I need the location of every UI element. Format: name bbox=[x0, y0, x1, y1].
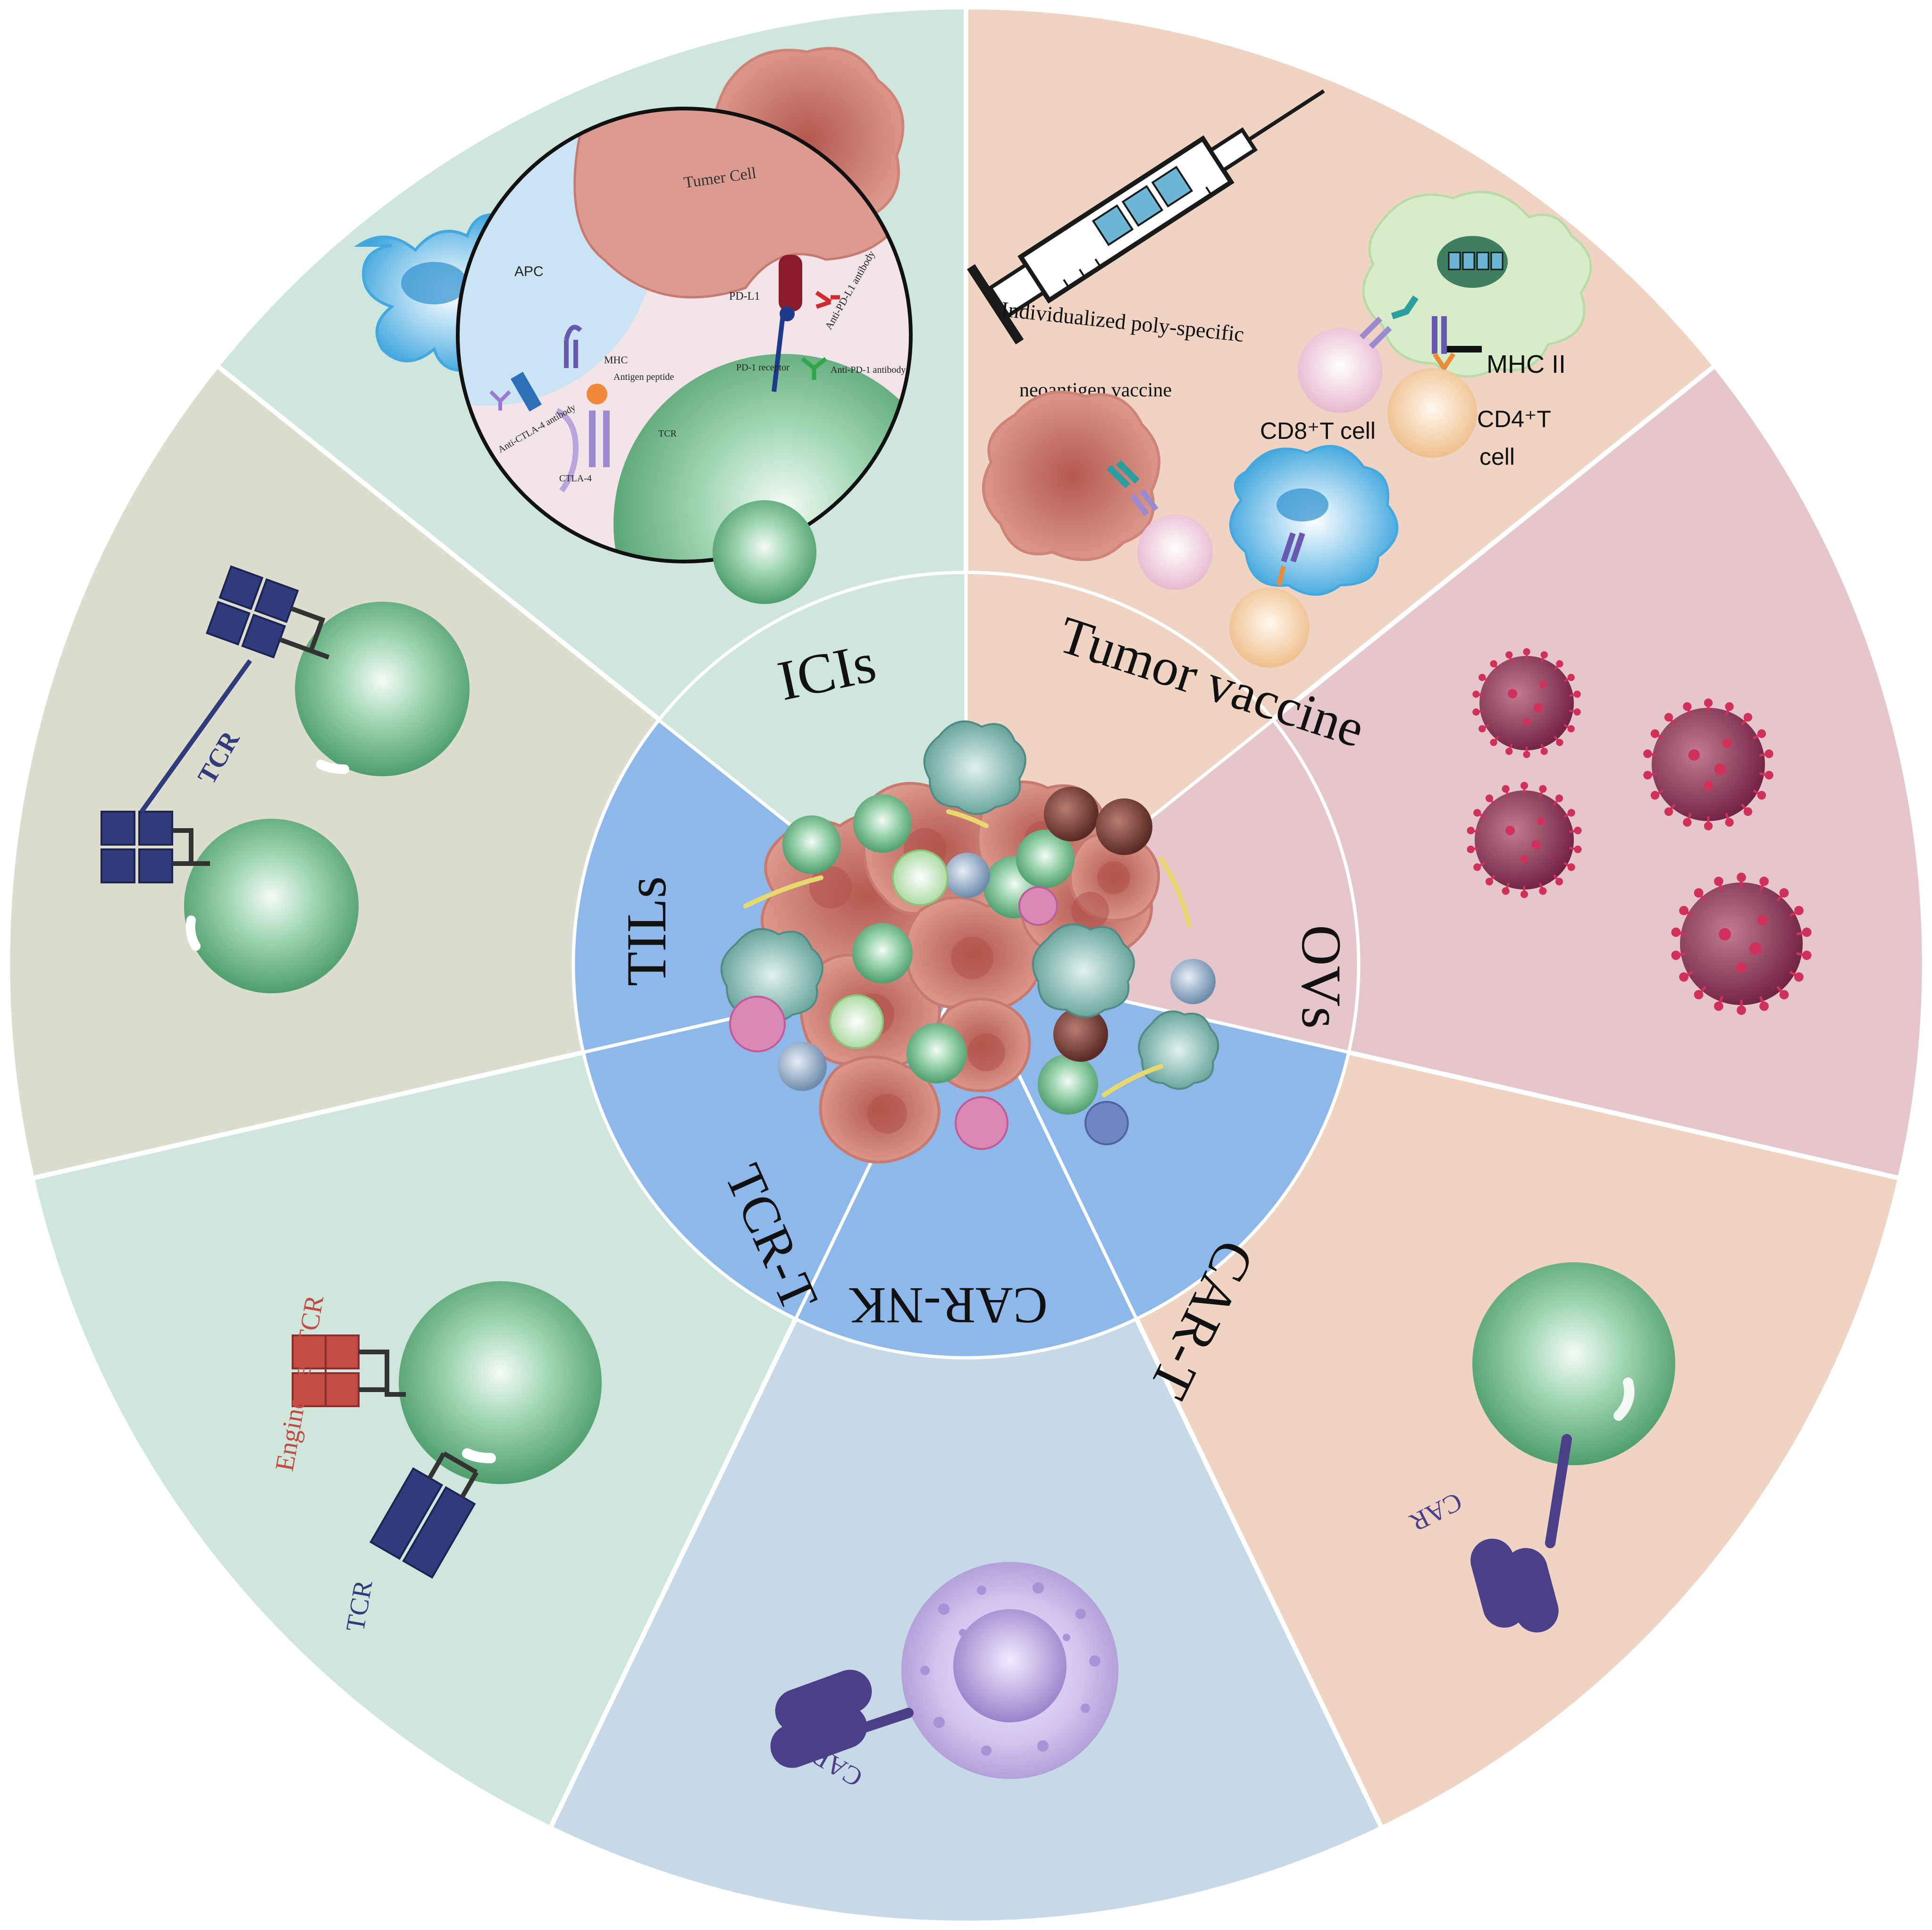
car-nk-panel: CAR bbox=[770, 1562, 1118, 1793]
brown-cells bbox=[1044, 787, 1152, 1062]
cd8-t-cell bbox=[1298, 295, 1419, 413]
mhc2-label: MHC II bbox=[1487, 350, 1566, 378]
steel-blue-cells bbox=[778, 853, 1216, 1091]
tcr-receptor bbox=[589, 411, 610, 467]
virus-icon-4 bbox=[1671, 873, 1812, 1015]
t-cells-green bbox=[782, 794, 1098, 1115]
engineered-tcr-icon bbox=[292, 1334, 406, 1407]
light-green-apcs bbox=[829, 849, 949, 1049]
anti-pdl1-antibody bbox=[815, 291, 840, 309]
ici-tcr-label: TCR bbox=[658, 428, 677, 439]
ici-apc-label: APC bbox=[514, 264, 544, 279]
nk-cell-nucleus bbox=[953, 1609, 1067, 1722]
segment-car-nk bbox=[548, 963, 1384, 1926]
fibroblast-strands bbox=[743, 809, 1192, 1097]
ici-pdl1-label: PD-L1 bbox=[729, 290, 760, 302]
syringe-icon bbox=[967, 89, 1325, 344]
vaccine-peach-cell bbox=[1229, 587, 1310, 668]
tils-panel: TCR bbox=[101, 565, 470, 993]
cd4-label-line1: CD4⁺T bbox=[1477, 406, 1551, 432]
blue-cell bbox=[1084, 1101, 1129, 1145]
tcr-icon-lower bbox=[369, 1451, 479, 1579]
car-t-cell bbox=[1472, 1262, 1675, 1465]
cd8-label: CD8⁺T cell bbox=[1260, 418, 1376, 444]
virus-icon-1 bbox=[1472, 648, 1581, 758]
tcr-t-panel: Engineered TCR TCR bbox=[270, 1281, 602, 1634]
ici-panel: Tumer Cell APC PD-L1 Anti-PD-L1 antibody… bbox=[354, 47, 913, 604]
ici-t-cell bbox=[713, 500, 816, 604]
teal-macrophages bbox=[720, 720, 1219, 1090]
mhc-complex bbox=[564, 325, 582, 368]
virus-icon-3 bbox=[1466, 782, 1582, 898]
label-tils: TILs bbox=[615, 876, 678, 986]
virus-icon-2 bbox=[1643, 698, 1774, 830]
til-t-cell-top bbox=[295, 602, 470, 776]
til-tcr-icon-top bbox=[206, 565, 330, 660]
vaccine-tcr-binding bbox=[1107, 460, 1159, 516]
vaccine-apc bbox=[1362, 191, 1592, 378]
label-car-nk: CAR-NK bbox=[848, 1277, 1048, 1334]
vaccine-panel: Individualized poly-specific neoantigen … bbox=[967, 89, 1592, 668]
pdl1-receptor bbox=[779, 255, 802, 311]
anti-ctla4-antibody bbox=[489, 390, 511, 411]
apc-region bbox=[458, 109, 656, 406]
nk-car-receptor-icon bbox=[770, 1670, 914, 1768]
ici-ctla4-label: CTLA-4 bbox=[559, 473, 592, 484]
vaccine-tumor-cell bbox=[982, 391, 1160, 561]
anti-pd1-antibody bbox=[801, 357, 827, 380]
tcr-t-cell bbox=[399, 1281, 602, 1484]
vaccine-t-cell bbox=[1137, 514, 1213, 590]
anti-ctla4-antibody-block bbox=[511, 371, 542, 412]
label-ovs: OVs bbox=[1290, 925, 1353, 1029]
til-tcr-connector bbox=[139, 659, 252, 813]
til-tcr-icon-bottom bbox=[101, 811, 210, 883]
vaccine-blue-apc bbox=[1229, 445, 1399, 596]
mhc2-marker bbox=[1432, 316, 1482, 373]
pink-cells bbox=[729, 886, 1058, 1150]
ici-anti-pd1-label: Anti-PD-1 antibody bbox=[831, 365, 906, 375]
ici-pd1-receptor-label: PD-1 receptor bbox=[736, 362, 790, 373]
antigen-peptide bbox=[587, 384, 607, 404]
car-receptor-icon bbox=[1470, 1434, 1572, 1633]
cd4-t-cell bbox=[1387, 368, 1477, 458]
ctla4-receptor bbox=[555, 408, 579, 493]
cd4-label-line2: cell bbox=[1479, 444, 1515, 470]
ovs-panel bbox=[1466, 648, 1812, 1015]
ici-antigen-peptide-label: Antigen peptide bbox=[613, 372, 674, 382]
ici-mhc-label: MHC bbox=[604, 354, 628, 366]
til-t-cell-bottom bbox=[184, 819, 359, 993]
nk-granules bbox=[920, 1582, 1100, 1756]
tumor-microenvironment-cluster bbox=[720, 720, 1219, 1164]
